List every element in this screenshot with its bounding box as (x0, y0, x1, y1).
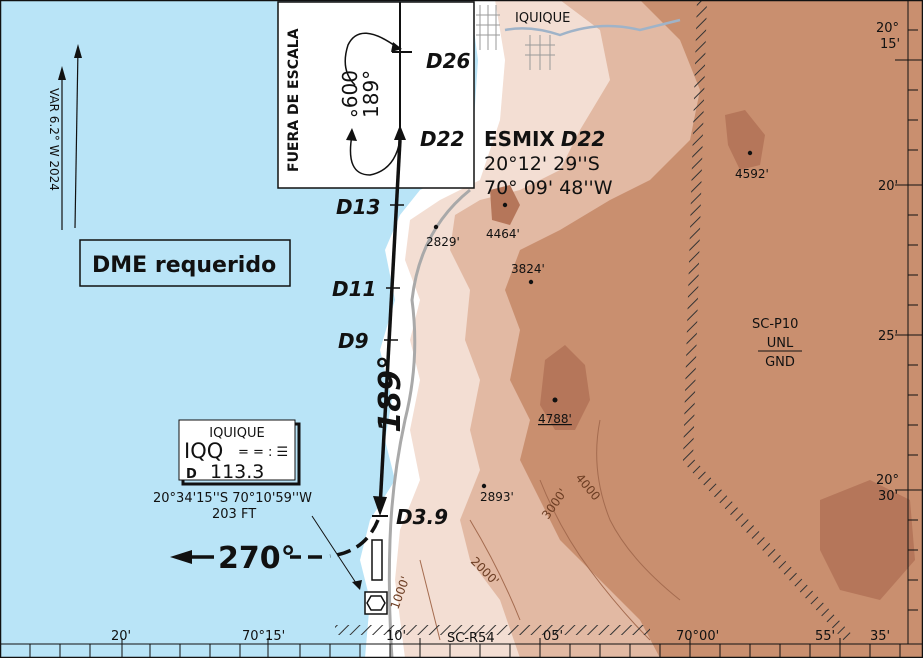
peak-east (820, 480, 915, 600)
inset-scale-label: FUERA DE ESCALA (286, 28, 302, 172)
exit-course-label: 270° (218, 541, 296, 576)
restricted-area-sc-p10-boundary (682, 0, 854, 644)
contour-lines (419, 419, 681, 641)
spot-elevations: 4592' 4464' 2829' 3824' 4788' 2893' (426, 150, 769, 504)
esmix-latitude: 20°12' 29''S (484, 153, 600, 175)
lat-label-25: 25' (878, 329, 898, 344)
final-course-label: 189° (373, 355, 408, 433)
navaid-morse: = = : ☰ (238, 445, 288, 460)
exit-track (170, 519, 380, 564)
peak-4788 (540, 345, 590, 430)
elevation-4788: 4788' (538, 412, 572, 426)
vor-dme-symbol (364, 591, 388, 615)
esmix-longitude: 70° 09' 48''W (484, 177, 613, 199)
town-grid (476, 5, 555, 70)
lon-label-55: 55' (815, 629, 835, 644)
inset-outbound-course: 189° (359, 70, 383, 118)
fix-d3-9: D3.9 (396, 505, 448, 529)
navaid-box: IQUIQUE IQQ = = : ☰ D 113.3 (178, 419, 301, 486)
lon-label-15: 70°15' (242, 629, 285, 644)
holding-turn-bottom (349, 134, 401, 176)
runway (371, 539, 383, 581)
lon-label-20: 20' (111, 629, 131, 644)
lat-label-30-deg: 20° (876, 473, 899, 488)
dme-required-box: DME requerido (79, 239, 291, 287)
lat-label-20: 20' (878, 179, 898, 194)
fix-d9: D9 (338, 329, 369, 353)
inset-fix-d26: D26 (426, 49, 471, 73)
airspace-sc-r54-name: SC-R54 (447, 631, 495, 646)
city-label-iquique: IQUIQUE (515, 11, 570, 26)
fix-d11: D11 (332, 277, 376, 301)
river (504, 18, 681, 37)
navaid-city: IQUIQUE (209, 426, 264, 441)
airspace-sc-p10-lower: GND (765, 355, 795, 370)
elevation-4464: 4464' (486, 227, 520, 241)
navaid-ident: IQQ (184, 439, 223, 463)
elevation-4592: 4592' (735, 167, 769, 181)
navaid-dme-symbol: D (186, 467, 197, 482)
lat-label-15-min: 15' (880, 37, 900, 52)
dme-required-label: DME requerido (92, 253, 276, 278)
elevation-2893: 2893' (480, 490, 514, 504)
fix-d13: D13 (336, 195, 380, 219)
lat-label-30-min: 30' (878, 489, 898, 504)
variation-label: VAR 6.2° W 2024 (47, 88, 61, 191)
peak-4592 (725, 110, 765, 170)
navaid-coordinates: 20°34'15''S 70°10'59''W (153, 491, 312, 506)
airspace-sc-p10-name: SC-P10 (752, 317, 798, 332)
elevation-2829: 2829' (426, 235, 460, 249)
holding-turn-top (344, 32, 399, 86)
inset-inbound-course: 009° (337, 70, 361, 118)
lon-label-00: 70°00' (676, 629, 719, 644)
coastal-road (387, 188, 471, 658)
airport-arrow (311, 515, 359, 587)
land-high (505, 0, 923, 658)
holding-inset: FUERA DE ESCALA 009° 189° D26 D22 (277, 1, 475, 189)
airspace-sc-p10-upper: UNL (767, 336, 794, 351)
inset-fix-d22: D22 (420, 127, 464, 151)
lon-label-35: 35' (870, 629, 890, 644)
lon-label-05: 05' (543, 629, 563, 644)
magnetic-variation: VAR 6.2° W 2024 (47, 44, 82, 230)
navaid-elevation: 203 FT (212, 507, 256, 522)
final-approach-track (372, 139, 404, 517)
elevation-3824: 3824' (511, 262, 545, 276)
lat-label-15-deg: 20° (876, 21, 899, 36)
lon-label-10: 10' (386, 629, 406, 644)
navaid-frequency: 113.3 (210, 461, 264, 483)
